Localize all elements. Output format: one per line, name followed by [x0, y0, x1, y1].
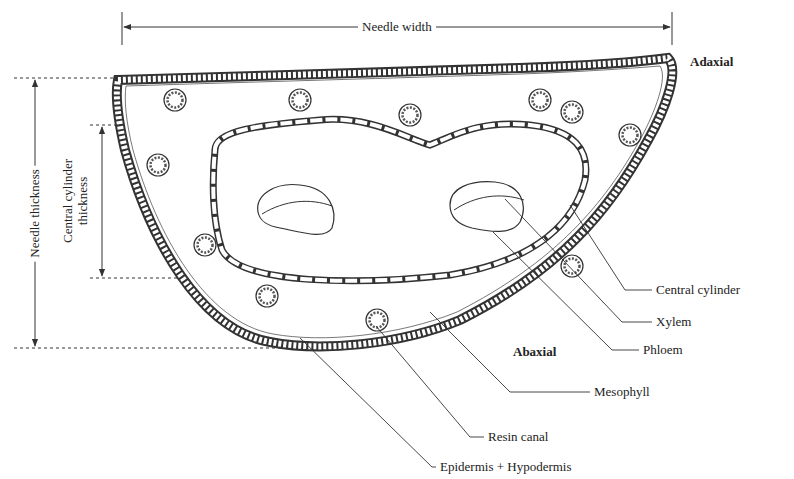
epidermis — [117, 58, 672, 346]
dimension-guide — [14, 78, 130, 79]
epithelial-cells — [403, 108, 418, 123]
dimension-arrow — [102, 127, 103, 276]
epithelial-cells — [168, 93, 183, 108]
leader-line — [430, 312, 590, 392]
epithelial-cells — [533, 93, 548, 108]
dimension-label: Needle thickness — [28, 165, 43, 261]
vascular-bundle — [258, 185, 334, 235]
leader-line — [570, 205, 652, 290]
resin-canal — [289, 89, 311, 111]
part-label: Epidermis + Hypodermis — [440, 460, 572, 475]
part-label: Xylem — [656, 315, 691, 330]
epithelial-cells — [293, 93, 308, 108]
part-label: Central cylinder — [656, 283, 740, 298]
resin-canal — [561, 101, 583, 123]
hypodermis — [125, 66, 662, 338]
resin-canal — [194, 234, 216, 256]
needle-section — [117, 58, 672, 346]
part-label: Adaxial — [690, 55, 733, 70]
part-label: Mesophyll — [594, 385, 650, 400]
dimension-lines — [14, 12, 672, 348]
leader-line — [300, 338, 436, 467]
epithelial-cells — [260, 289, 275, 304]
resin-canal — [164, 89, 186, 111]
epithelial-cells — [198, 238, 213, 253]
epithelial-cells — [623, 128, 638, 143]
resin-canal — [529, 89, 551, 111]
leader-line — [376, 326, 484, 437]
part-label: Resin canal — [488, 430, 548, 445]
epithelial-cells — [370, 313, 385, 328]
epithelial-cells — [151, 158, 166, 173]
dimension-tick — [122, 12, 123, 45]
epithelial-cells — [565, 105, 580, 120]
dimension-label: Central cylinder thickness — [61, 141, 91, 261]
part-label: Phloem — [643, 343, 683, 358]
resin-canals — [147, 89, 641, 331]
central-cylinder — [213, 119, 586, 280]
epidermis-cells — [117, 58, 672, 346]
leader-line — [493, 232, 639, 350]
leader-line — [505, 199, 652, 322]
resin-canal — [256, 285, 278, 307]
endodermis-cells — [213, 119, 586, 280]
dimension-guide — [14, 348, 300, 349]
part-label: Needle width — [358, 20, 436, 35]
resin-canal — [399, 104, 421, 126]
epithelial-cells — [565, 259, 580, 274]
part-label: Abaxial — [513, 345, 556, 360]
dimension-tick — [672, 12, 673, 45]
resin-canal — [147, 154, 169, 176]
resin-canal — [561, 255, 583, 277]
resin-canal — [619, 124, 641, 146]
xylem-phloem-boundary — [262, 201, 332, 214]
leader-lines — [300, 199, 652, 467]
